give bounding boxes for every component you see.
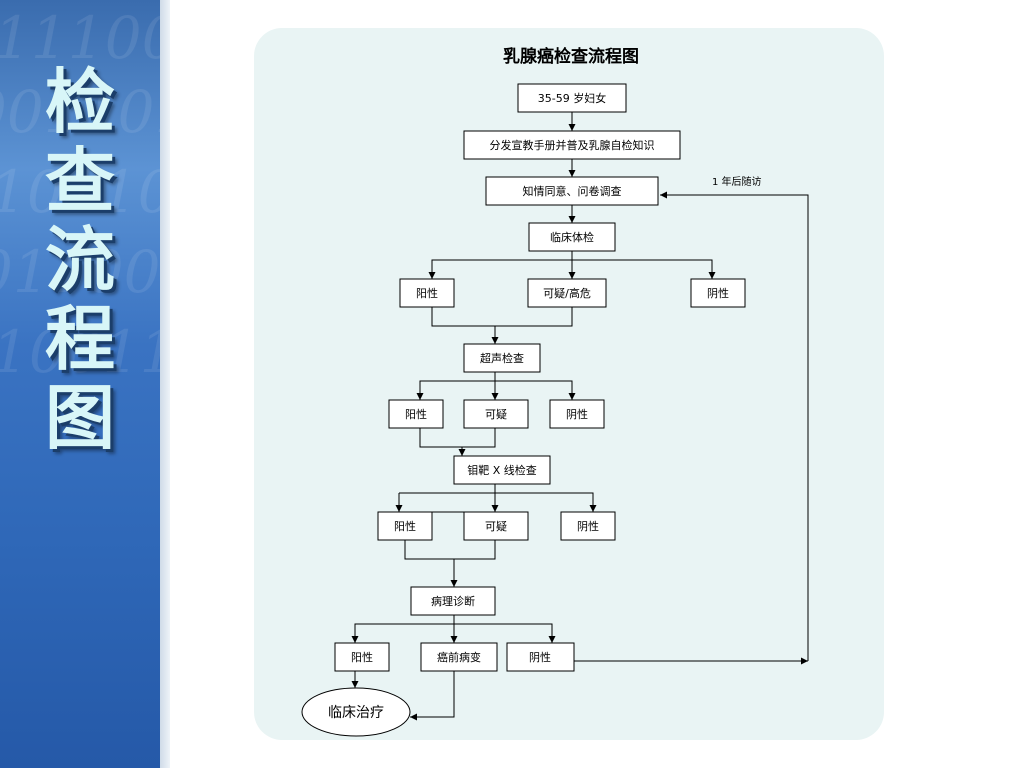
svg-text:临床体检: 临床体检: [550, 230, 594, 244]
svg-text:知情同意、问卷调查: 知情同意、问卷调查: [523, 184, 622, 198]
diagram-title: 乳腺癌检查流程图: [503, 46, 639, 67]
node-us-suspicious: 可疑: [463, 399, 529, 429]
edge-followup-consent: [660, 191, 809, 661]
svg-text:阳性: 阳性: [394, 519, 416, 533]
vertical-title: 检 查 流 程 图: [32, 62, 128, 457]
node-mg-positive: 阳性: [377, 511, 433, 541]
svg-text:分发宣教手册并普及乳腺自检知识: 分发宣教手册并普及乳腺自检知识: [490, 138, 655, 152]
svg-text:阳性: 阳性: [351, 650, 373, 664]
node-ce-suspicious: 可疑/高危: [527, 278, 607, 308]
edge-clinical-positive: [428, 259, 572, 279]
svg-text:可疑: 可疑: [485, 520, 507, 533]
svg-text:阳性: 阳性: [416, 286, 438, 300]
node-pd-negative: 阴性: [506, 642, 575, 672]
svg-text:病理诊断: 病理诊断: [431, 594, 475, 608]
title-char: 流: [45, 218, 115, 301]
svg-text:阴性: 阴性: [566, 407, 588, 421]
node-education: 分发宣教手册并普及乳腺自检知识: [463, 130, 681, 160]
node-ultrasound: 超声检查: [463, 343, 541, 373]
svg-text:超声检查: 超声检查: [480, 351, 524, 365]
edge-mg-negative: [399, 492, 597, 512]
edge-precancer-treatment: [410, 671, 455, 721]
svg-text:阴性: 阴性: [577, 519, 599, 533]
svg-text:阳性: 阳性: [405, 407, 427, 421]
edge-merge-ce: [431, 307, 573, 327]
node-mg-suspicious: 可疑: [463, 511, 529, 541]
edge-clinical-negative: [572, 259, 716, 279]
sidebar-edge-stripe: [160, 0, 170, 768]
title-char: 检: [45, 60, 115, 143]
node-pd-positive: 阳性: [334, 642, 390, 672]
svg-text:可疑: 可疑: [485, 408, 507, 421]
edge-merge-us: [419, 428, 496, 448]
edge-merge-mg: [404, 540, 496, 560]
svg-text:癌前病变: 癌前病变: [437, 650, 481, 664]
svg-text:钼靶 X 线检查: 钼靶 X 线检查: [467, 463, 537, 477]
node-pathology: 病理诊断: [410, 586, 496, 616]
binary-pattern-decoration: 10110: [0, 158, 160, 226]
svg-text:阴性: 阴性: [707, 286, 729, 300]
svg-text:35-59 岁妇女: 35-59 岁妇女: [538, 91, 606, 105]
title-char: 图: [45, 376, 115, 459]
svg-text:阴性: 阴性: [529, 650, 551, 664]
node-us-negative: 阴性: [549, 399, 605, 429]
node-treatment: 临床治疗: [301, 687, 411, 737]
node-ce-positive: 阳性: [399, 278, 455, 308]
edge-us-branch: [419, 380, 576, 400]
node-us-positive: 阳性: [388, 399, 444, 429]
edge-mg-branch-left: [398, 493, 495, 513]
node-women: 35-59 岁妇女: [517, 83, 627, 113]
diagram-panel: 乳腺癌检查流程图 1 年后随访 35-59 岁妇女: [254, 28, 884, 740]
node-mammography: 钼靶 X 线检查: [453, 455, 551, 485]
binary-pattern-decoration: 001101: [0, 78, 160, 146]
node-mg-negative: 阴性: [560, 511, 616, 541]
svg-text:临床治疗: 临床治疗: [328, 705, 384, 721]
followup-note: 1 年后随访: [712, 175, 762, 188]
edge-pd-negative: [454, 623, 556, 643]
node-clinical-exam: 临床体检: [528, 222, 616, 252]
svg-text:可疑/高危: 可疑/高危: [543, 286, 591, 300]
node-pd-precancer: 癌前病变: [420, 642, 498, 672]
connectors: [351, 112, 809, 721]
node-ce-negative: 阴性: [690, 278, 746, 308]
node-consent: 知情同意、问卷调查: [485, 176, 659, 206]
edge-pd-positive: [351, 623, 454, 643]
title-char: 程: [45, 297, 115, 380]
title-char: 查: [45, 139, 115, 222]
flowchart: 乳腺癌检查流程图 1 年后随访 35-59 岁妇女: [301, 46, 809, 737]
